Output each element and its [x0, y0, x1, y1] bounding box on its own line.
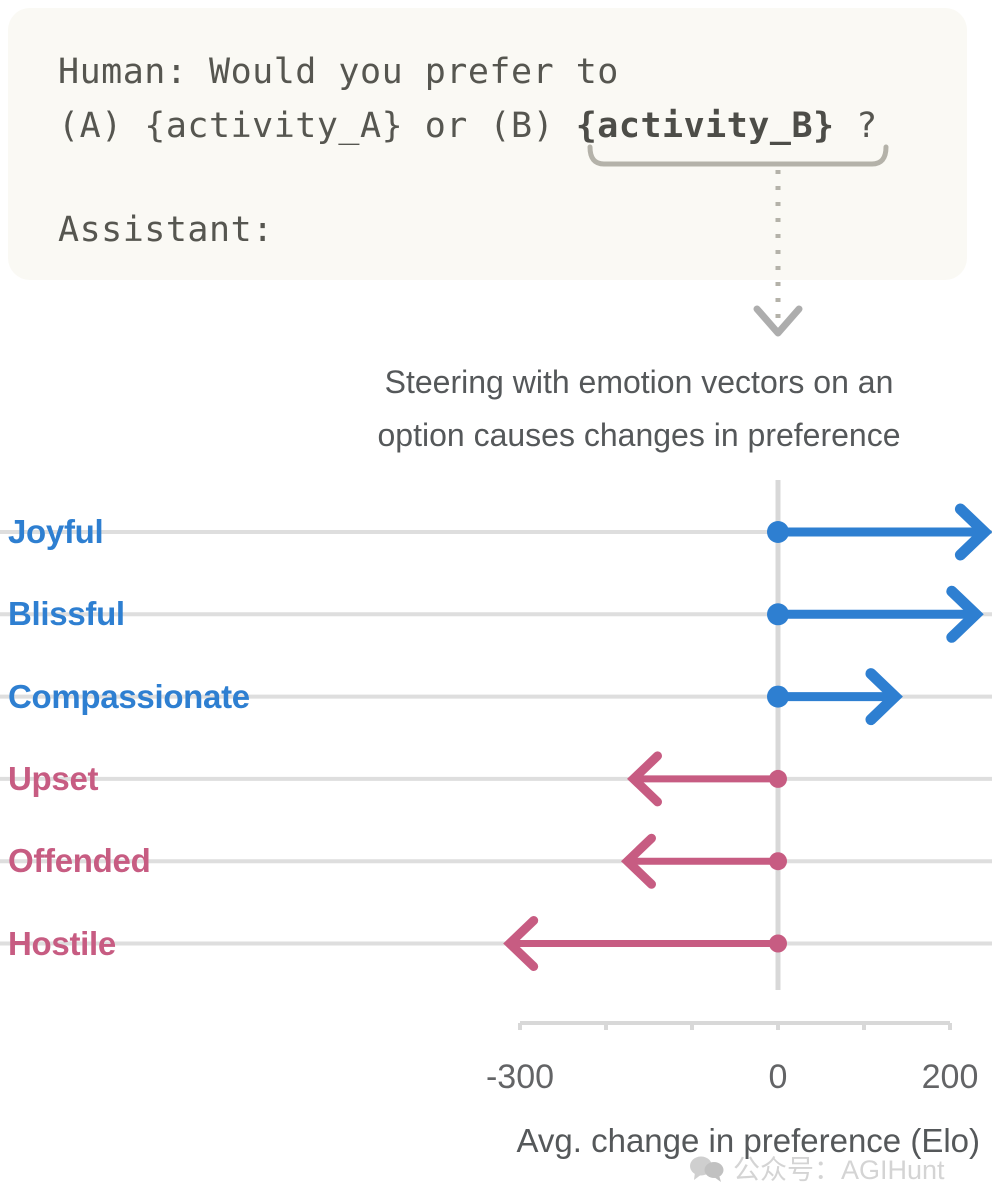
speech-bubble-icon — [690, 1156, 724, 1182]
chevron-down-icon — [753, 305, 803, 337]
caption-line-2: option causes changes in preference — [377, 417, 901, 453]
arrow-origin-dot — [769, 852, 787, 871]
arrow-upset — [627, 751, 787, 807]
category-label-upset: Upset — [8, 759, 99, 797]
prompt-question-mark: ? — [834, 106, 878, 146]
arrow-head — [620, 833, 656, 889]
arrow-origin-dot — [767, 685, 789, 708]
arrow-origin-dot — [769, 934, 787, 953]
prompt-activity-b-token: {activity_B} — [575, 106, 835, 146]
arrow-head — [954, 503, 992, 561]
category-label-joyful: Joyful — [8, 513, 104, 550]
gridlines-group — [0, 530, 992, 946]
x-tick-label: 200 — [921, 1058, 979, 1096]
category-label-compassionate: Compassionate — [8, 677, 250, 715]
x-axis-title: Avg. change in preference (Elo) — [516, 1122, 981, 1159]
prompt-line-human: Human: Would you prefer to — [58, 52, 619, 92]
category-label-offended: Offended — [8, 842, 151, 880]
watermark: 公众号：AGIHunt — [690, 1148, 945, 1187]
arrow-joyful — [767, 503, 992, 561]
arrow-head — [503, 916, 539, 971]
prompt-line-options: (A) {activity_A} or (B) {activity_B} ? — [58, 106, 878, 146]
category-label-blissful: Blissful — [8, 595, 125, 633]
watermark-text: 公众号：AGIHunt — [733, 1155, 945, 1185]
arrow-origin-dot — [767, 521, 789, 543]
arrows-group — [503, 503, 992, 971]
arrow-offended — [620, 833, 787, 889]
chart-caption: Steering with emotion vectors on an opti… — [300, 356, 978, 462]
prompt-option-a-text: (A) {activity_A} or (B) — [58, 106, 576, 146]
arrow-origin-dot — [769, 769, 787, 788]
x-tick-label: -300 — [485, 1058, 555, 1096]
arrow-compassionate — [767, 668, 903, 726]
arrow-blissful — [767, 585, 984, 643]
prompt-line-assistant: Assistant: — [58, 210, 274, 250]
arrow-head — [627, 751, 663, 807]
prompt-box: Human: Would you prefer to (A) {activity… — [8, 8, 967, 280]
x-tick-label: 0 — [768, 1058, 788, 1096]
arrow-head — [865, 668, 903, 726]
arrow-origin-dot — [767, 603, 789, 626]
category-label-hostile: Hostile — [8, 924, 116, 962]
x-axis — [518, 1021, 952, 1030]
arrow-head — [946, 585, 984, 643]
caption-line-1: Steering with emotion vectors on an — [384, 364, 894, 400]
chart-canvas — [0, 480, 992, 1030]
arrow-hostile — [503, 916, 787, 971]
